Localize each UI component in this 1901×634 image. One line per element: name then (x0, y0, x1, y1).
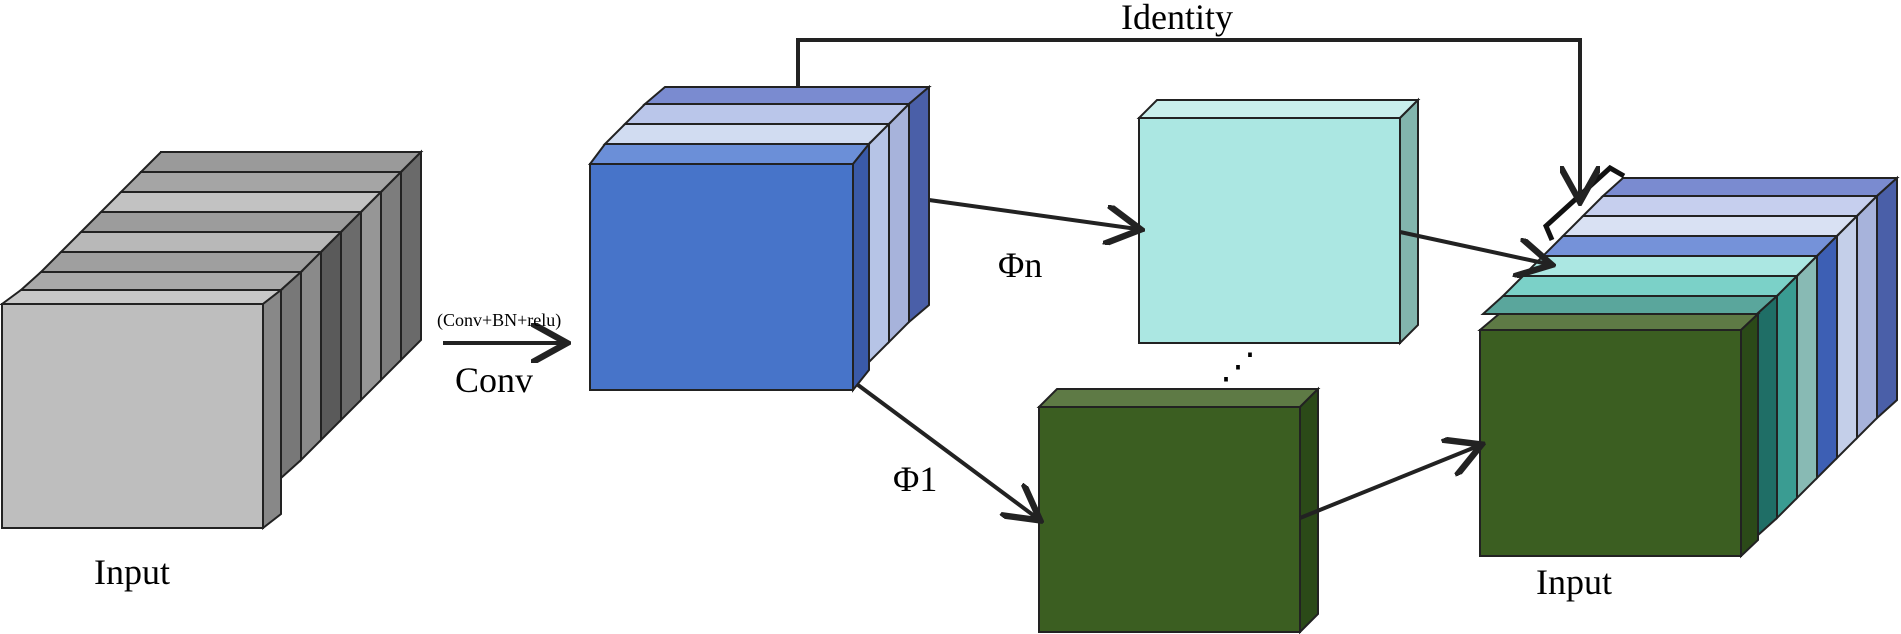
phi-n-block (1136, 97, 1421, 346)
phi-1-label: Φ1 (893, 459, 937, 499)
conv-feature-stack (588, 84, 932, 393)
output-feature-stack (1477, 175, 1900, 559)
input-label-right: Input (1536, 562, 1612, 602)
input-label-left: Input (94, 552, 170, 592)
connections (796, 38, 1580, 520)
identity-connection (796, 38, 1580, 198)
input-feature-stack (0, 149, 424, 531)
conv-detail-label: (Conv+BN+relu) (437, 310, 561, 331)
phi-1-output-arrow (1299, 446, 1478, 520)
phi-1-block (1036, 386, 1321, 634)
phi-n-label: Φn (998, 245, 1042, 285)
identity-label: Identity (1121, 0, 1233, 37)
phi-n-arrow (928, 198, 1137, 229)
phi-1-arrow (856, 383, 1037, 518)
phi-n-output-arrow (1399, 230, 1548, 264)
ellipsis-dots: ⋰ (1220, 346, 1256, 386)
conv-label: Conv (455, 360, 533, 400)
